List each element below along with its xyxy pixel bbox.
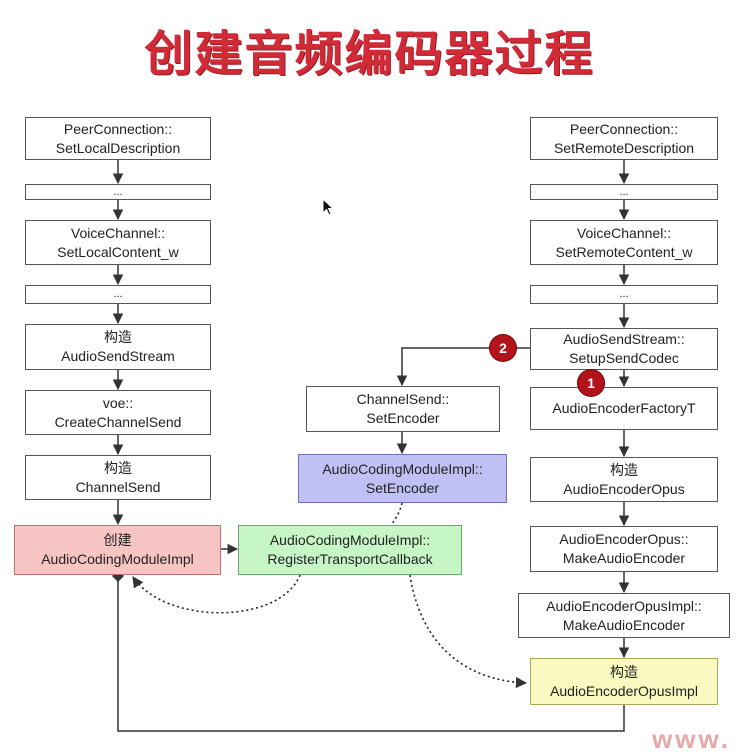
dotted-register-to-create-acm bbox=[132, 574, 301, 614]
node-line: SetRemoteContent_w bbox=[555, 243, 693, 260]
node-line: ChannelSend bbox=[75, 478, 161, 495]
node-line: AudioEncoderOpus bbox=[563, 480, 685, 497]
node-line: AudioEncoderOpusImpl bbox=[550, 682, 698, 699]
node-line: AudioEncoderOpusImpl:: bbox=[546, 597, 702, 614]
node-ellipsis-left-2: ... bbox=[25, 285, 211, 304]
edge-ass-ssc-to-cs-setenc bbox=[396, 347, 530, 387]
node-aeo-make-audio-encoder: AudioEncoderOpus:: MakeAudioEncoder bbox=[530, 526, 718, 572]
node-line: ... bbox=[113, 185, 123, 198]
node-line: RegisterTransportCallback bbox=[267, 551, 433, 567]
node-line: voe:: bbox=[102, 394, 134, 411]
node-line: AudioEncoderFactoryT bbox=[552, 400, 696, 416]
node-line: AudioCodingModuleImpl:: bbox=[322, 460, 483, 477]
node-line: ... bbox=[113, 288, 123, 300]
node-line: AudioSendStream:: bbox=[563, 331, 685, 347]
node-line: VoiceChannel:: bbox=[576, 224, 672, 241]
dotted-acm-setenc-to-build-aeoi bbox=[409, 574, 528, 689]
node-line: 创建 bbox=[103, 532, 132, 548]
node-aeoi-make-audio-encoder: AudioEncoderOpusImpl:: MakeAudioEncoder bbox=[518, 593, 730, 638]
node-line: SetEncoder bbox=[366, 410, 440, 426]
node-line: ... bbox=[619, 288, 629, 300]
node-acm-register-transport-callback: AudioCodingModuleImpl:: RegisterTranspor… bbox=[238, 525, 462, 575]
node-build-audio-encoder-opus: 构造 AudioEncoderOpus bbox=[530, 457, 718, 502]
node-line: VoiceChannel:: bbox=[70, 224, 166, 241]
node-line: CreateChannelSend bbox=[54, 413, 182, 430]
node-create-audio-coding-module: 创建 AudioCodingModuleImpl bbox=[14, 525, 221, 575]
node-line: AudioEncoderOpus:: bbox=[559, 531, 689, 547]
dotted-acm-setenc-to-register bbox=[391, 502, 403, 525]
node-build-audio-send-stream: 构造 AudioSendStream bbox=[25, 324, 211, 370]
node-line: SetEncoder bbox=[365, 479, 440, 496]
node-line: PeerConnection:: bbox=[63, 120, 173, 137]
node-line: MakeAudioEncoder bbox=[562, 550, 686, 566]
edge-build-aeoi-to-create-acm bbox=[112, 570, 625, 732]
node-line: 构造 bbox=[104, 459, 132, 476]
node-line: AudioSendStream bbox=[61, 348, 175, 364]
node-line: MakeAudioEncoder bbox=[562, 616, 686, 633]
page-title: 创建音频编码器过程 bbox=[144, 26, 595, 82]
step-badge-2: 2 bbox=[490, 335, 516, 361]
node-build-audio-encoder-opus-impl: 构造 AudioEncoderOpusImpl bbox=[530, 658, 718, 705]
node-ellipsis-right-1: ... bbox=[530, 184, 718, 200]
node-channel-send-set-encoder: ChannelSend:: SetEncoder bbox=[306, 386, 500, 432]
node-line: SetRemoteDescription bbox=[553, 139, 695, 156]
node-ellipsis-left-1: ... bbox=[25, 184, 211, 200]
node-line: 构造 bbox=[610, 461, 638, 478]
node-vc-set-local-content: VoiceChannel:: SetLocalContent_w bbox=[25, 220, 211, 265]
node-line: ChannelSend:: bbox=[356, 391, 450, 407]
node-audio-encoder-factory: AudioEncoderFactoryT bbox=[530, 387, 718, 430]
node-line: 构造 bbox=[610, 663, 638, 680]
node-acm-set-encoder: AudioCodingModuleImpl:: SetEncoder bbox=[298, 454, 507, 503]
node-voe-create-channel-send: voe:: CreateChannelSend bbox=[25, 390, 211, 435]
mouse-cursor-icon bbox=[322, 198, 335, 216]
node-ass-setup-send-codec: AudioSendStream:: SetupSendCodec bbox=[530, 328, 718, 370]
node-line: SetLocalContent_w bbox=[57, 243, 179, 260]
node-vc-set-remote-content: VoiceChannel:: SetRemoteContent_w bbox=[530, 220, 718, 265]
node-ellipsis-right-2: ... bbox=[530, 285, 718, 304]
node-line: 构造 bbox=[104, 329, 132, 345]
node-line: ... bbox=[619, 185, 629, 198]
node-line: AudioCodingModuleImpl:: bbox=[269, 532, 431, 548]
node-pc-set-remote-description: PeerConnection:: SetRemoteDescription bbox=[530, 117, 718, 160]
watermark: www. bbox=[652, 724, 731, 754]
node-pc-set-local-description: PeerConnection:: SetLocalDescription bbox=[25, 117, 211, 160]
node-line: PeerConnection:: bbox=[569, 120, 679, 137]
node-line: SetLocalDescription bbox=[55, 139, 181, 156]
node-build-channel-send: 构造 ChannelSend bbox=[25, 455, 211, 500]
node-line: SetupSendCodec bbox=[569, 350, 679, 366]
step-badge-1: 1 bbox=[578, 370, 604, 396]
node-line: AudioCodingModuleImpl bbox=[41, 551, 194, 567]
